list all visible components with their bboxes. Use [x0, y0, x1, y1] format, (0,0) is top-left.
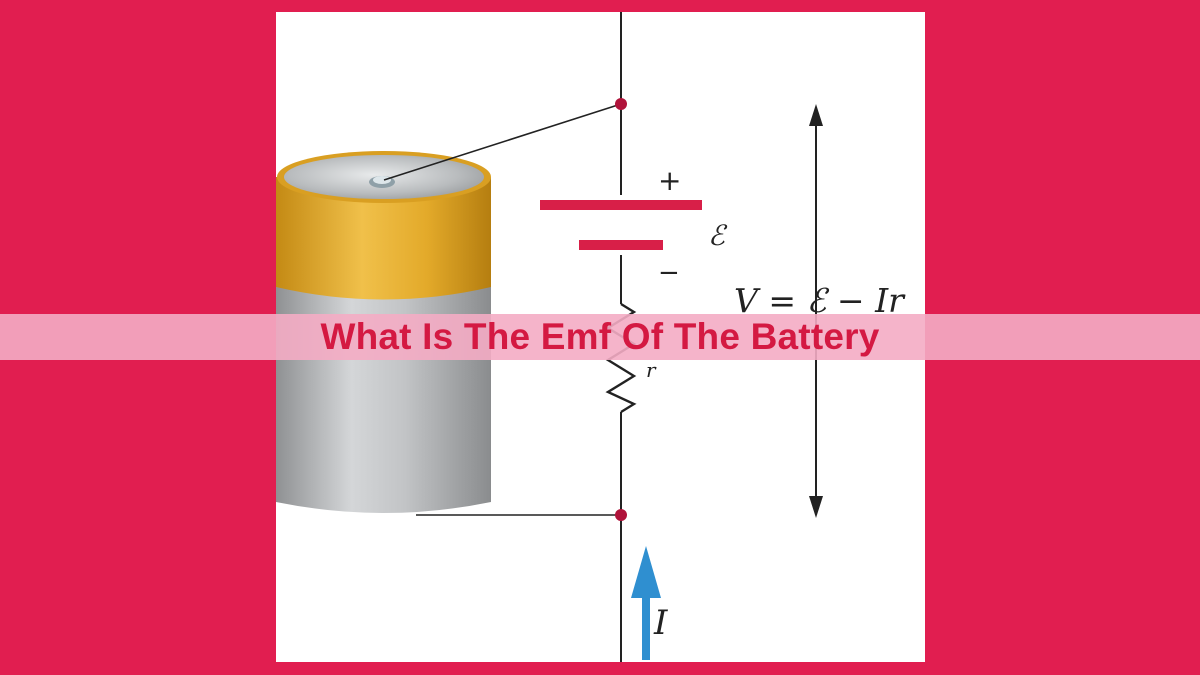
top-node: [615, 98, 627, 110]
negative-plate: [579, 240, 663, 250]
terminal-voltage-equation: V = ℰ − Ir: [734, 281, 904, 320]
bottom-node: [615, 509, 627, 521]
voltage-span-arrow: [809, 104, 823, 518]
negative-terminal-label: −: [658, 258, 680, 288]
current-arrow: [631, 546, 661, 660]
positive-terminal-label: +: [658, 164, 682, 197]
positive-plate: [540, 200, 702, 210]
title-banner: [0, 314, 1200, 360]
page-title: What Is The Emf Of The Battery: [320, 316, 880, 357]
current-label: I: [654, 603, 668, 643]
terminal-wire-top: [383, 103, 622, 181]
emf-label: ℰ: [708, 219, 725, 252]
internal-resistance-label: r: [646, 358, 656, 382]
